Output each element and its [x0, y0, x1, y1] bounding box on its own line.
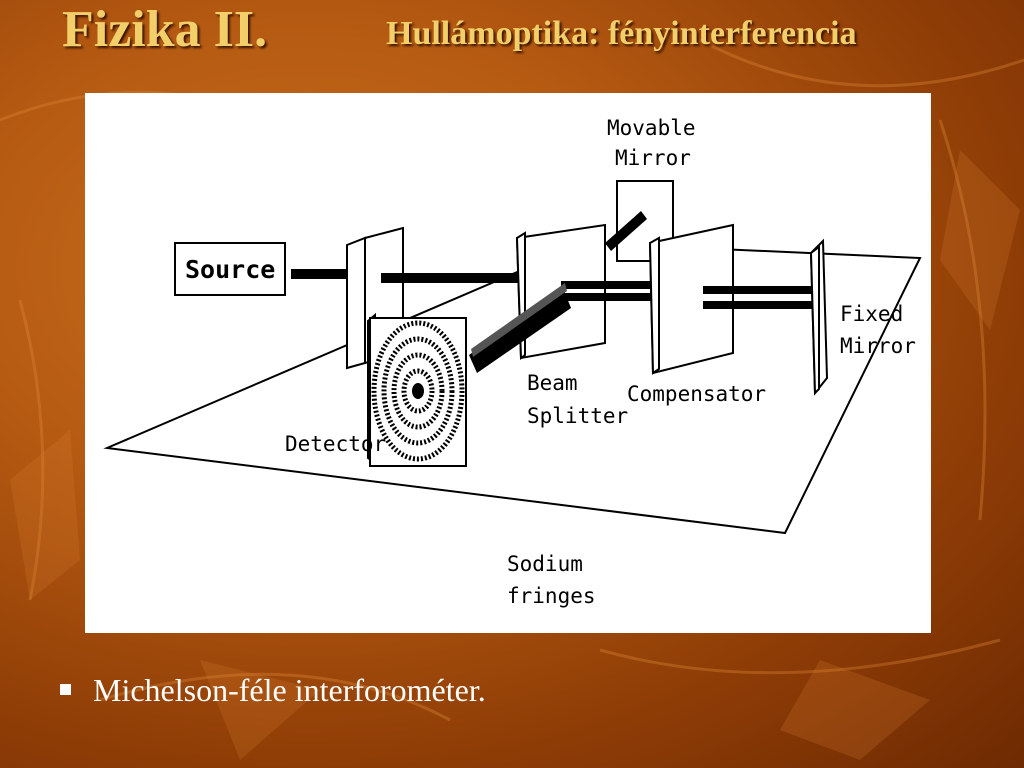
- bullet-item: Michelson-féle interforométer.: [60, 668, 486, 712]
- beam-to-fixed-mirror-1: [703, 286, 813, 294]
- compensator: [648, 223, 734, 375]
- beam-to-fixed-mirror-2: [703, 301, 813, 309]
- source-label: Source: [185, 255, 275, 284]
- slide-title: Fizika II.: [62, 1, 268, 58]
- entrance-plate: [346, 236, 366, 370]
- beam-splitter-to-compensator-1: [561, 281, 651, 289]
- source-box: [174, 242, 286, 296]
- fixed-mirror-face: [809, 245, 820, 396]
- beam-to-splitter: [381, 273, 521, 283]
- interferometer-diagram: Source Beam Splitter Movable Mirror Comp…: [103, 116, 922, 608]
- beam-to-detector: [469, 288, 571, 373]
- compensator-label: Compensator: [627, 382, 766, 406]
- fringe-center: [412, 383, 424, 399]
- bullet-marker: [60, 684, 71, 696]
- slide-subtitle: Hullámoptika: fényinterferencia: [386, 15, 857, 52]
- beam-to-detector-pattern: [471, 283, 567, 357]
- compensator-edge: [648, 236, 660, 375]
- interference-fringes: [371, 320, 465, 462]
- detector-label: Detector: [285, 432, 386, 456]
- fixed-label: Fixed: [840, 302, 903, 326]
- sodium-label: Sodium: [507, 552, 583, 576]
- beam-source: [291, 269, 349, 279]
- movable-mirror-label: Mirror: [615, 146, 691, 170]
- bullet-text: Michelson-féle interforométer.: [93, 672, 486, 708]
- beam-splitter-to-compensator-2: [557, 293, 651, 301]
- michelson-interferometer-figure: Source Beam Splitter Movable Mirror Comp…: [85, 93, 931, 633]
- beam-label: Beam: [527, 371, 578, 395]
- fringes-label: fringes: [507, 584, 596, 608]
- splitter-label: Splitter: [527, 404, 628, 428]
- beam-to-movable-mirror: [605, 211, 647, 251]
- fixed-mirror-label: Mirror: [840, 334, 916, 358]
- movable-label: Movable: [607, 116, 696, 140]
